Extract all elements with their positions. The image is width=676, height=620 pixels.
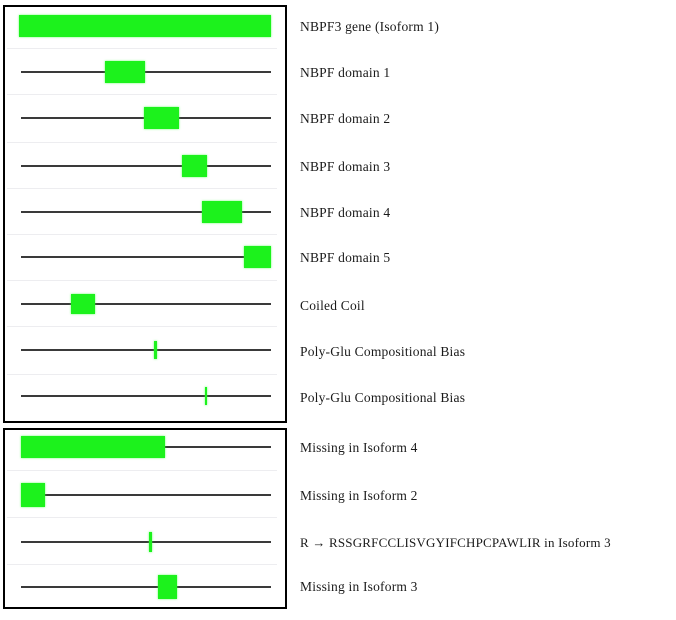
track-label-variant-isoform-3: R → RSSGRFCCLISVGYIFCHPCPAWLIR in Isofor… [300,535,611,550]
track-label-gene: NBPF3 gene (Isoform 1) [300,19,440,34]
feature-block-nbpf-domain-5[interactable] [244,246,271,268]
track-baseline [21,165,271,167]
domains-panel-frame [3,5,287,423]
feature-marker-variant-isoform-3[interactable] [149,532,152,552]
row-separator [7,94,277,95]
track-label-missing-isoform-3: Missing in Isoform 3 [300,579,418,594]
feature-block-nbpf-domain-4[interactable] [202,201,242,223]
track-label-nbpf-domain-1: NBPF domain 1 [300,65,391,80]
track-label-nbpf-domain-5: NBPF domain 5 [300,250,391,265]
track-label-poly-glu-2: Poly-Glu Compositional Bias [300,390,466,405]
feature-block-coiled-coil[interactable] [71,294,95,314]
track-baseline [21,303,271,305]
row-separator [7,470,277,471]
track-label-missing-isoform-2: Missing in Isoform 2 [300,488,418,503]
row-separator [7,48,277,49]
feature-block-missing-isoform-3[interactable] [158,575,177,599]
feature-block-gene[interactable] [19,15,271,37]
variants-panel-frame [3,428,287,609]
track-baseline [21,349,271,351]
track-baseline [21,211,271,213]
track-label-poly-glu-1: Poly-Glu Compositional Bias [300,344,466,359]
track-label-nbpf-domain-2: NBPF domain 2 [300,111,391,126]
feature-block-missing-isoform-4[interactable] [21,436,165,458]
track-label-coiled-coil: Coiled Coil [300,298,365,313]
feature-marker-poly-glu-2[interactable] [205,387,207,405]
feature-block-nbpf-domain-3[interactable] [182,155,207,177]
track-baseline [21,395,271,397]
feature-block-nbpf-domain-2[interactable] [144,107,179,129]
track-label-nbpf-domain-3: NBPF domain 3 [300,159,391,174]
track-baseline [21,71,271,73]
track-baseline [21,541,271,543]
row-separator [7,188,277,189]
row-separator [7,374,277,375]
feature-marker-poly-glu-1[interactable] [154,341,157,359]
row-separator [7,326,277,327]
row-separator [7,517,277,518]
row-separator [7,280,277,281]
row-separator [7,142,277,143]
track-baseline [21,494,271,496]
track-baseline [21,586,271,588]
track-label-missing-isoform-4: Missing in Isoform 4 [300,440,418,455]
feature-block-nbpf-domain-1[interactable] [105,61,145,83]
feature-block-missing-isoform-2[interactable] [21,483,45,507]
row-separator [7,234,277,235]
track-label-nbpf-domain-4: NBPF domain 4 [300,205,391,220]
row-separator [7,564,277,565]
track-baseline [21,256,271,258]
